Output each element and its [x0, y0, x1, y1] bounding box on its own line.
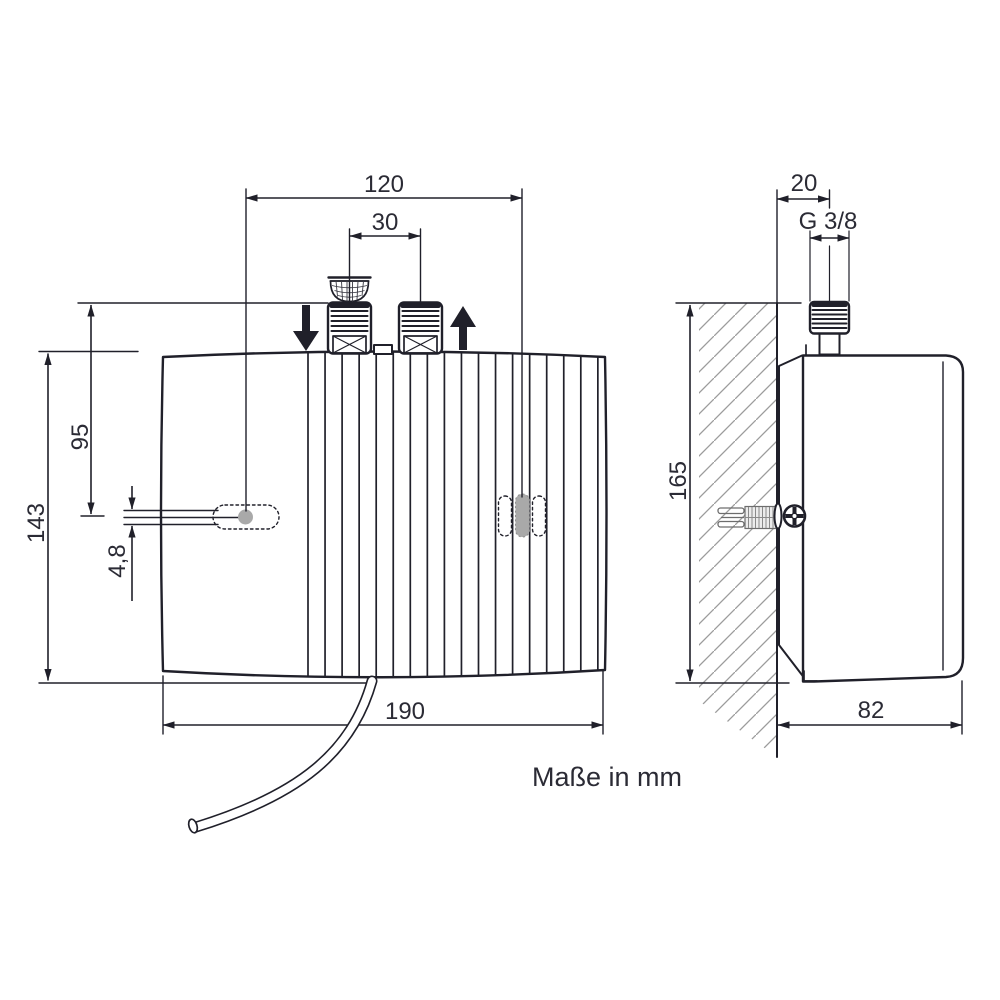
- dimension-label-143: 143: [23, 503, 50, 543]
- pipe-fitting-outlet: [397, 301, 444, 355]
- side-view: 20 G 3/8 165 82: [665, 170, 965, 758]
- dimension-20: 20: [776, 170, 831, 304]
- pipe-fitting-side: [808, 300, 851, 356]
- dimension-label-30: 30: [372, 209, 399, 236]
- mounting-keyhole-left: [123, 504, 280, 530]
- dimension-label-4-8: 4,8: [104, 544, 131, 577]
- dimension-thread-g38: G 3/8: [799, 208, 858, 302]
- power-cable: [187, 675, 378, 834]
- dimension-label-82: 82: [858, 697, 885, 724]
- top-bracket-tab: [373, 344, 393, 355]
- dimension-label-120: 120: [364, 171, 404, 198]
- flow-down-arrow-icon: [293, 305, 319, 351]
- dimension-95: 95: [67, 302, 329, 517]
- thread-label: G 3/8: [799, 208, 858, 235]
- corrugated-cover-lines: [307, 351, 599, 678]
- dimension-label-95: 95: [67, 424, 94, 451]
- dimension-82: 82: [777, 680, 963, 735]
- heater-body-side: [801, 354, 965, 683]
- dimension-30: 30: [349, 209, 421, 240]
- wall-hatching: [699, 303, 777, 757]
- screw-and-anchor: [717, 502, 807, 530]
- dimension-190: 190: [162, 670, 604, 735]
- front-view: 120 30 95 143 4,8: [23, 171, 608, 834]
- flow-up-arrow-icon: [450, 306, 476, 350]
- dimension-label-165: 165: [665, 461, 692, 501]
- heater-body-front: [159, 350, 608, 679]
- pipe-fitting-inlet: [326, 301, 373, 355]
- dimension-165: 165: [665, 302, 802, 684]
- dimension-4-8: 4,8: [104, 486, 136, 601]
- bottom-left-notch: [803, 670, 818, 682]
- dimension-143: 143: [23, 350, 372, 684]
- dimension-label-20: 20: [791, 170, 818, 197]
- dimension-label-190: 190: [385, 698, 425, 725]
- dimension-120: 120: [245, 171, 523, 202]
- units-note: Maße in mm: [532, 762, 682, 792]
